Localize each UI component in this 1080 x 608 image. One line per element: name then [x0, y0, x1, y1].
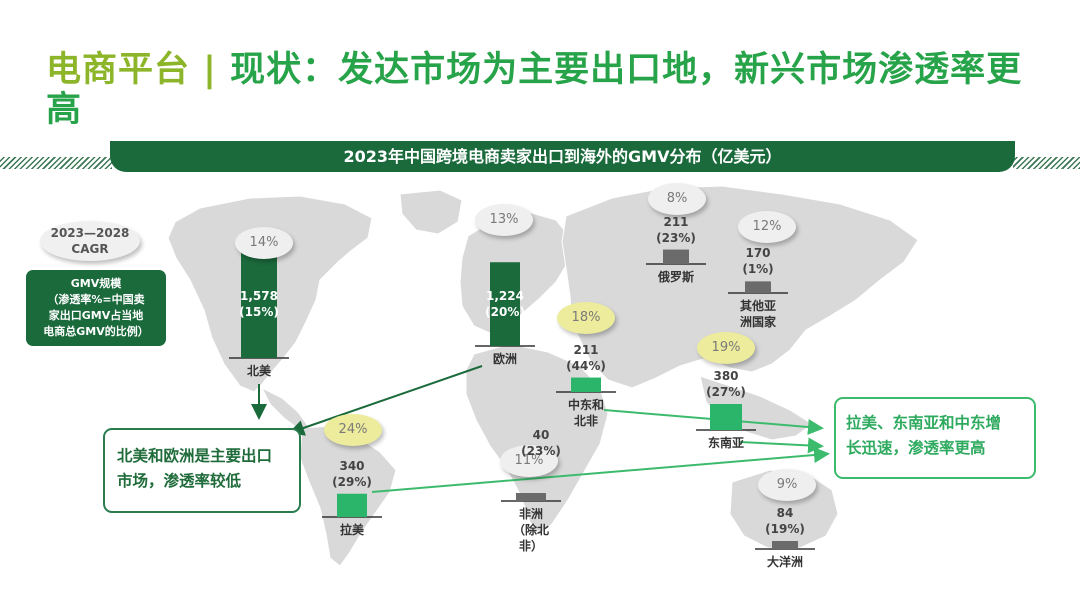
region-label: 北美 [229, 363, 289, 379]
region-label-line: 欧洲 [492, 352, 517, 366]
cagr-bubble: 14% [235, 227, 293, 259]
gmv-amount: 170 [745, 246, 771, 261]
callout-emerging-markets: 拉美、东南亚和中东增 长迅速，渗透率更高 [834, 397, 1036, 479]
region-label-line: 中东和 [567, 398, 604, 412]
cagr-bubble: 8% [648, 183, 706, 215]
gmv-amount: 84 [776, 506, 794, 520]
bar-7 [516, 493, 546, 501]
cagr-legend-line1: 2023—2028 [50, 226, 130, 240]
cagr-bubble: 12% [738, 211, 796, 243]
cagr-bubble: 11% [500, 445, 558, 477]
gmv-legend-line: GMV规模 [70, 277, 122, 290]
bar-0 [241, 250, 277, 358]
gmv-amount: 40 [532, 428, 550, 442]
gmv-value: 84 (19%) [755, 505, 815, 537]
penetration-rate: (44%) [566, 358, 606, 373]
gmv-value: 340(29%) [322, 458, 382, 490]
bar-2 [663, 249, 689, 264]
title-prefix: 电商平台 | [46, 50, 231, 90]
map-greenland [399, 189, 463, 235]
region-label-line: 俄罗斯 [657, 270, 694, 284]
region-label: 大洋洲 [755, 554, 815, 570]
region-label-line: 北非 [573, 414, 598, 428]
gmv-value: 170(1%) [728, 245, 788, 277]
callout-line: 长迅速，渗透率更高 [846, 439, 986, 457]
callout-line: 北美和欧洲是主要出口 [117, 447, 273, 465]
region-label: 非洲 （除北非） [501, 506, 561, 554]
callout-line: 市场，渗透率较低 [117, 472, 242, 490]
region-label-line: 洲国家 [739, 315, 776, 329]
callout-line: 拉美、东南亚和中东增 [846, 414, 1002, 432]
map-asia [561, 185, 919, 389]
gmv-legend-line: 家出口GMV占当地 [48, 309, 144, 322]
page-title: 电商平台 | 现状：发达市场为主要出口地，新兴市场渗透率更高 [46, 50, 1046, 130]
region-label: 俄罗斯 [646, 269, 706, 285]
cagr-legend-line2: CAGR [71, 242, 109, 256]
bar-3 [745, 281, 771, 293]
region-label-line: （除北 [512, 523, 549, 537]
gmv-legend-line: （渗透率%=中国卖 [47, 293, 145, 306]
bar-1 [490, 262, 520, 346]
gmv-legend-line: 电商总GMV的比例） [43, 325, 149, 338]
chart-title-banner: 2023年中国跨境电商卖家出口到海外的GMV分布（亿美元） [110, 141, 1015, 172]
cagr-bubble: 18% [557, 302, 615, 334]
gmv-value: 1,578 (15%) [229, 288, 289, 320]
gmv-amount: 1,578 [240, 289, 278, 303]
penetration-rate: (29%) [332, 474, 372, 489]
region-label: 中东和北非 [556, 397, 616, 429]
penetration-rate: (15%) [239, 305, 279, 319]
hatch-left [0, 157, 112, 169]
region-label-line: 拉美 [339, 523, 364, 537]
region-label-line: 大洋洲 [766, 555, 803, 569]
gmv-amount: 211 [573, 342, 599, 357]
cagr-bubble: 13% [475, 204, 533, 236]
cagr-bubble: 24% [324, 414, 382, 446]
region-label-line: 东南亚 [707, 436, 744, 450]
penetration-rate: (20%) [485, 305, 525, 320]
cagr-bubble: 9% [758, 469, 816, 501]
hatch-right [1013, 157, 1080, 169]
gmv-value: 40 (23%) [511, 427, 571, 459]
callout-developed-markets: 北美和欧洲是主要出口 市场，渗透率较低 [103, 428, 301, 513]
region-label: 欧洲 [475, 351, 535, 367]
region-label-line: 其他亚 [739, 299, 776, 313]
region-label: 东南亚 [696, 435, 756, 451]
bar-6 [337, 493, 367, 517]
bar-5 [710, 403, 742, 430]
cagr-legend-bubble: 2023—2028 CAGR [40, 221, 140, 261]
gmv-value: 380(27%) [696, 368, 756, 400]
gmv-amount: 340 [339, 458, 365, 473]
gmv-value: 1,224(20%) [475, 288, 535, 320]
gmv-amount: 380 [713, 368, 739, 383]
region-label-line: 非洲 [518, 507, 543, 521]
gmv-amount: 1,224 [486, 289, 524, 304]
gmv-legend-box: GMV规模 （渗透率%=中国卖 家出口GMV占当地 电商总GMV的比例） [26, 270, 166, 346]
gmv-value: 211(44%) [556, 342, 616, 374]
region-label: 其他亚洲国家 [728, 298, 788, 330]
title-main: 现状：发达市场为主要出口地，新兴市场渗透率更高 [46, 50, 1023, 130]
bar-8 [772, 541, 798, 549]
region-label-line: 北美 [246, 364, 271, 378]
bar-4 [571, 377, 601, 392]
region-label-line: 非） [518, 539, 543, 553]
penetration-rate: (23%) [656, 230, 696, 245]
penetration-rate: (23%) [521, 444, 561, 458]
cagr-bubble: 19% [697, 332, 755, 364]
penetration-rate: (19%) [765, 522, 805, 536]
region-label: 拉美 [322, 522, 382, 538]
gmv-amount: 211 [663, 214, 689, 229]
penetration-rate: (1%) [742, 262, 774, 277]
gmv-value: 211(23%) [646, 214, 706, 246]
penetration-rate: (27%) [706, 384, 746, 399]
